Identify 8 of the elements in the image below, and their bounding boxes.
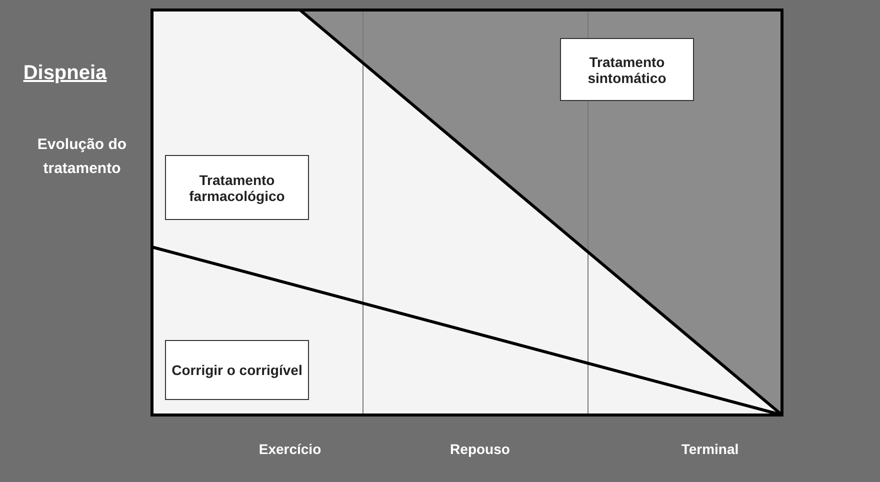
text-box: Tratamento sintomático — [560, 38, 694, 101]
heading: Dispneia — [22, 62, 108, 85]
axis-label: Repouso — [449, 441, 511, 457]
axis-title: Evolução do tratamento — [36, 135, 128, 179]
text-box: Corrigir o corrigível — [165, 340, 309, 400]
axis-label: Exercício — [258, 441, 322, 457]
axis-label: Terminal — [680, 441, 740, 457]
text-box: Tratamento farmacológico — [165, 155, 309, 220]
